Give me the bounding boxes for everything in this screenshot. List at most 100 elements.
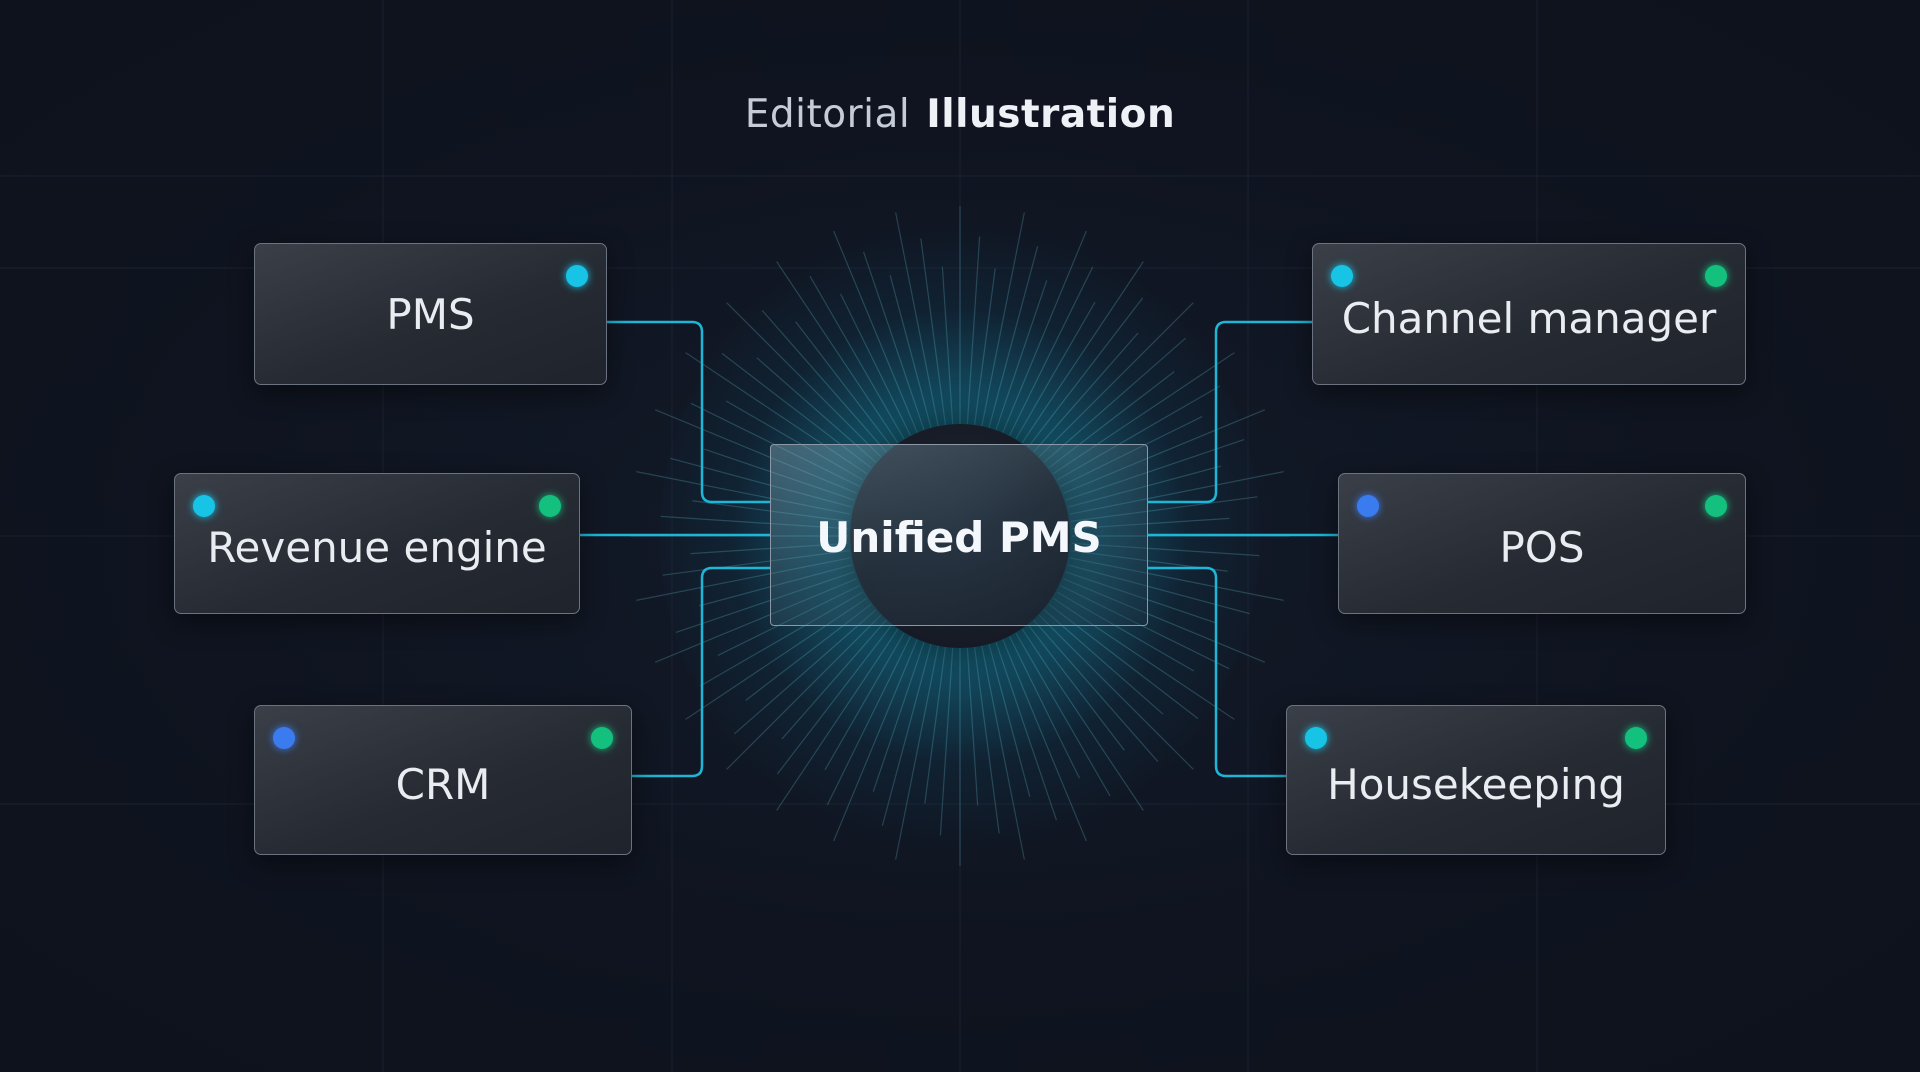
sunburst-ray	[726, 614, 882, 770]
sunburst-ray	[881, 644, 932, 826]
sunburst-ray	[1008, 636, 1080, 779]
sunburst-ray	[981, 645, 1025, 860]
center-node-label: Unified PMS	[816, 512, 1102, 562]
sunburst-ray	[1063, 578, 1266, 663]
sunburst-ray	[1069, 471, 1284, 515]
status-dot-blue-icon	[273, 727, 295, 749]
status-dot-cyan-icon	[1331, 265, 1353, 287]
sunburst-ray	[1070, 496, 1258, 522]
title-bold-text: Illustration	[926, 92, 1176, 137]
center-node-unified-pms: Unified PMS	[770, 444, 1148, 626]
sunburst-ray	[1060, 416, 1203, 488]
sunburst-ray	[966, 236, 981, 425]
status-dot-green-icon	[591, 727, 613, 749]
sunburst-ray	[920, 238, 946, 426]
sunburst-ray	[1033, 332, 1139, 453]
sunburst-ray	[895, 645, 939, 860]
sunburst-ray	[1071, 517, 1230, 530]
sunburst-ray	[717, 584, 860, 656]
sunburst-ray	[1021, 261, 1144, 444]
sunburst-ray	[966, 647, 979, 806]
sunburst-ray	[1008, 266, 1094, 436]
sunburst-ray	[1065, 438, 1245, 501]
sunburst-ray	[1033, 619, 1159, 762]
sunburst-ray	[636, 557, 851, 601]
sunburst-ray	[761, 310, 887, 453]
node-pos: POS	[1338, 473, 1746, 614]
sunburst-ray	[654, 578, 857, 663]
sunburst-ray	[1043, 609, 1164, 715]
sunburst-ray	[988, 644, 1031, 797]
sunburst-ray	[1052, 352, 1235, 475]
sunburst-ray	[636, 471, 851, 515]
sunburst-ray	[776, 624, 893, 775]
status-dot-green-icon	[1705, 495, 1727, 517]
status-dot-green-icon	[1625, 727, 1647, 749]
sunburst-ray	[974, 268, 996, 426]
node-label: PMS	[386, 289, 475, 339]
sunburst-ray	[690, 542, 849, 555]
sunburst-ray	[840, 293, 912, 436]
sunburst-ray	[824, 632, 905, 771]
sunburst-ray	[941, 266, 954, 425]
sunburst-ray	[1027, 624, 1125, 751]
sunburst-ray	[1048, 371, 1175, 469]
sunburst-ray	[725, 400, 864, 481]
status-dot-cyan-icon	[193, 495, 215, 517]
sunburst-ray	[675, 571, 855, 633]
sunburst-ray	[1021, 628, 1144, 811]
status-dot-green-icon	[1705, 265, 1727, 287]
sunburst-ray	[895, 212, 939, 427]
sunburst-ray	[1048, 603, 1199, 720]
sunburst-ray	[995, 280, 1048, 431]
connector-housekeeping	[1148, 566, 1287, 778]
sunburst-ray	[662, 550, 850, 576]
sunburst-ray	[1068, 465, 1221, 508]
sunburst-ray	[745, 603, 872, 701]
sunburst-ray	[734, 609, 877, 735]
sunburst-ray	[1056, 591, 1195, 672]
sunburst-ray	[833, 639, 918, 842]
sunburst-ray	[1071, 542, 1260, 557]
node-channel-manager: Channel manager	[1312, 243, 1746, 385]
sunburst-ray	[660, 515, 849, 530]
sunburst-ray	[781, 619, 887, 740]
sunburst-ray	[699, 591, 864, 687]
sunburst-ray	[1063, 409, 1266, 494]
node-label: Channel manager	[1341, 293, 1717, 343]
sunburst-ray	[1068, 564, 1250, 615]
sunburst-ray	[726, 302, 882, 458]
sunburst-ray	[685, 352, 868, 475]
node-label: Housekeeping	[1327, 759, 1625, 809]
status-dot-cyan-icon	[566, 265, 588, 287]
sunburst-ray	[833, 230, 918, 433]
sunburst-ray	[699, 564, 852, 607]
sunburst-ray	[863, 251, 925, 431]
sunburst-ray	[1065, 571, 1216, 624]
sunburst-ray	[1015, 301, 1096, 440]
status-dot-cyan-icon	[1305, 727, 1327, 749]
sunburst-ray	[1043, 337, 1186, 463]
sunburst-ray	[776, 628, 899, 811]
sunburst-ray	[988, 246, 1039, 428]
center-disc	[850, 424, 1070, 648]
sunburst-ray	[1027, 297, 1144, 448]
sunburst-ray	[1002, 639, 1087, 842]
connector-channel-manager	[1148, 320, 1313, 504]
node-label: CRM	[395, 759, 491, 809]
sunburst-ray	[995, 641, 1058, 821]
sunburst-ray	[872, 641, 925, 792]
sunburst-ray	[1015, 632, 1111, 797]
sunburst-ray	[795, 321, 893, 448]
node-pms: PMS	[254, 243, 607, 385]
connector-crm	[631, 566, 770, 778]
node-revenue-engine: Revenue engine	[174, 473, 580, 614]
sunburst-ray	[924, 646, 946, 804]
sunburst-ray	[981, 212, 1025, 427]
sunburst-ray	[685, 597, 868, 720]
sunburst-ray	[1060, 584, 1230, 670]
